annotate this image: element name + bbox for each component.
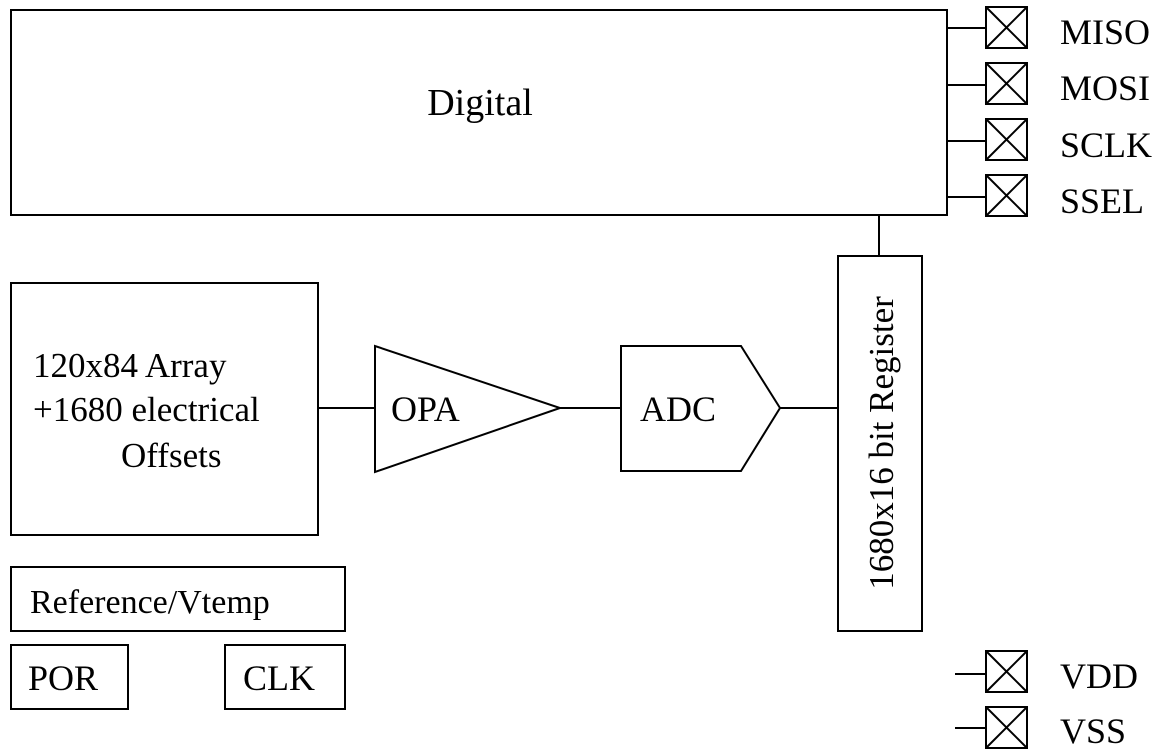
pin-ssel: SSEL: [947, 174, 1144, 221]
register-block: 1680x16 bit Register: [837, 255, 923, 632]
reference-label: Reference/Vtemp: [30, 584, 270, 621]
por-block: POR: [10, 644, 129, 710]
pin-mosi: MOSI: [947, 62, 1150, 108]
pin-vss: VSS: [955, 706, 1126, 751]
array-label-line2: +1680 electrical: [33, 390, 260, 429]
pin-vss-label: VSS: [1060, 711, 1126, 751]
pin-mosi-label: MOSI: [1060, 68, 1150, 108]
pin-sclk-label: SCLK: [1060, 125, 1152, 165]
clk-block: CLK: [224, 644, 346, 710]
digital-block: Digital: [10, 9, 948, 216]
array-block: 120x84 Array +1680 electrical Offsets: [10, 282, 319, 536]
adc-block: ADC: [620, 345, 782, 472]
pin-miso-label: MISO: [1060, 12, 1150, 52]
pin-vdd-label: VDD: [1060, 656, 1138, 696]
pin-ssel-label: SSEL: [1060, 181, 1144, 221]
pin-sclk: SCLK: [947, 118, 1152, 165]
pin-vdd: VDD: [955, 650, 1138, 696]
clk-label: CLK: [243, 658, 315, 698]
digital-label: Digital: [427, 82, 533, 124]
reference-block: Reference/Vtemp: [10, 566, 346, 632]
pin-miso: MISO: [947, 6, 1150, 52]
array-label-line1: 120x84 Array: [33, 346, 227, 385]
opa-block: OPA: [374, 344, 564, 474]
register-label: 1680x16 bit Register: [862, 296, 901, 590]
adc-label: ADC: [640, 389, 716, 429]
array-label-line3: Offsets: [121, 436, 221, 475]
por-label: POR: [28, 658, 98, 698]
opa-label: OPA: [391, 389, 460, 429]
